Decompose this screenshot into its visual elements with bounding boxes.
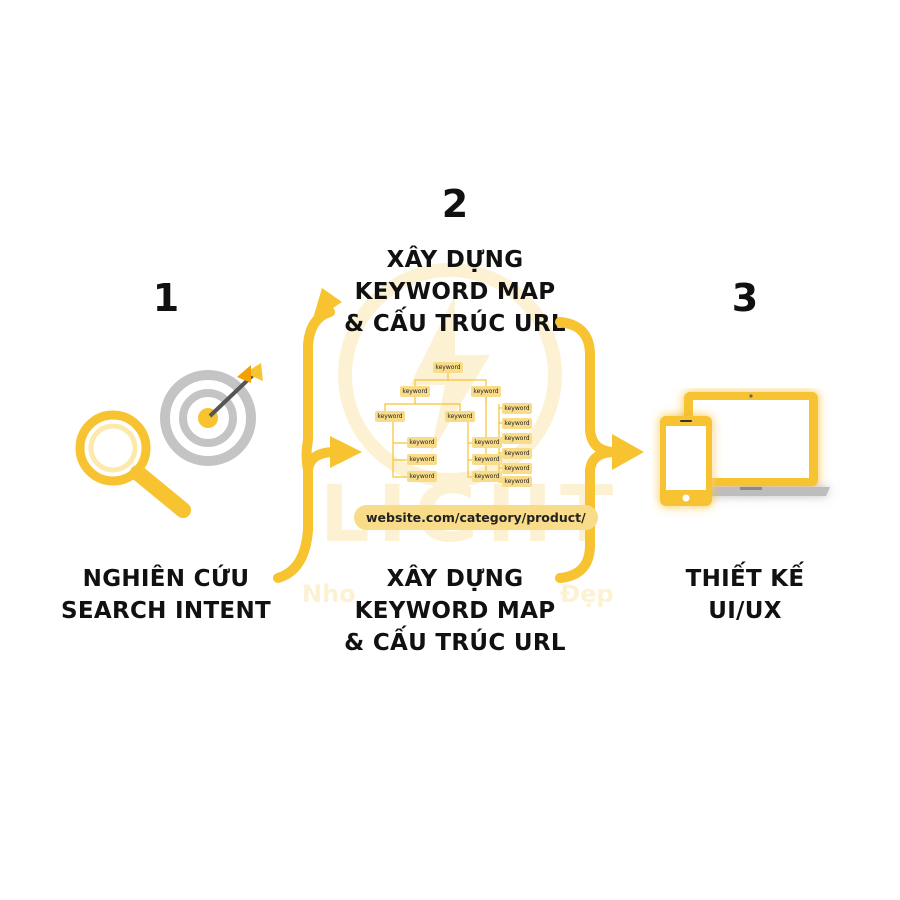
step-3-label-line-1: THIẾT KẾ bbox=[685, 566, 805, 592]
step-2-number: 2 bbox=[441, 182, 469, 226]
step-2-label-top: XÂY DỰNG KEYWORD MAP & CẤU TRÚC URL bbox=[315, 244, 595, 340]
step-1-label: NGHIÊN CỨU SEARCH INTENT bbox=[46, 563, 286, 627]
keyword-node-c3: keyword bbox=[502, 433, 532, 444]
step-2-top-line-1: XÂY DỰNG bbox=[386, 247, 524, 273]
arrow-1-lower bbox=[273, 447, 340, 583]
laptop-icon bbox=[672, 392, 830, 496]
step-1-label-line-1: NGHIÊN CỨU bbox=[82, 566, 250, 592]
step-3-devices bbox=[660, 392, 830, 506]
step-2-label-bottom: XÂY DỰNG KEYWORD MAP & CẤU TRÚC URL bbox=[315, 563, 595, 659]
step-1-number: 1 bbox=[152, 276, 180, 320]
keyword-node-b1: keyword bbox=[472, 437, 502, 448]
keyword-node-a2: keyword bbox=[407, 454, 437, 465]
arrow-1-upper bbox=[301, 307, 335, 475]
keyword-node-l1-b: keyword bbox=[471, 386, 501, 397]
step-1-icons bbox=[75, 363, 263, 518]
arrow-head-center bbox=[330, 436, 362, 468]
step-3-label-line-2: UI/UX bbox=[708, 598, 782, 624]
keyword-node-l1-a: keyword bbox=[400, 386, 430, 397]
mobile-phone-icon bbox=[660, 416, 712, 506]
step-2-bottom-line-3: & CẤU TRÚC URL bbox=[344, 630, 566, 656]
watermark-tagline-right: Đẹp bbox=[560, 580, 614, 608]
watermark-tagline-left: Nho bbox=[302, 580, 356, 608]
step-2-top-line-2: KEYWORD MAP bbox=[354, 279, 556, 305]
keyword-node-root: keyword bbox=[433, 362, 463, 373]
keyword-tree: keyword keyword keyword keyword keyword … bbox=[375, 362, 535, 487]
keyword-node-b2: keyword bbox=[472, 454, 502, 465]
keyword-node-c5: keyword bbox=[502, 463, 532, 474]
bolt-logo-icon bbox=[338, 263, 562, 487]
keyword-node-c6: keyword bbox=[502, 476, 532, 487]
target-icon bbox=[160, 363, 263, 466]
step-3-label: THIẾT KẾ UI/UX bbox=[640, 563, 850, 627]
arrow-2-upper bbox=[555, 317, 620, 457]
step-1-label-line-2: SEARCH INTENT bbox=[61, 598, 271, 624]
keyword-node-l2-a: keyword bbox=[375, 411, 405, 422]
keyword-node-a1: keyword bbox=[407, 437, 437, 448]
keyword-node-c2: keyword bbox=[502, 418, 532, 429]
url-example-pill: website.com/category/product/ bbox=[354, 505, 598, 530]
step-2-top-line-3: & CẤU TRÚC URL bbox=[344, 311, 566, 337]
keyword-node-l2-b: keyword bbox=[445, 411, 475, 422]
step-2-bottom-line-2: KEYWORD MAP bbox=[354, 598, 556, 624]
magnifier-icon bbox=[75, 410, 191, 518]
step-2-bottom-line-1: XÂY DỰNG bbox=[386, 566, 524, 592]
keyword-node-c4: keyword bbox=[502, 448, 532, 459]
step-3-number: 3 bbox=[731, 276, 759, 320]
keyword-node-a3: keyword bbox=[407, 471, 437, 482]
arrow-head-right bbox=[612, 434, 644, 470]
keyword-node-b3: keyword bbox=[472, 471, 502, 482]
arrow-head-up bbox=[312, 288, 342, 322]
keyword-node-c1: keyword bbox=[502, 403, 532, 414]
